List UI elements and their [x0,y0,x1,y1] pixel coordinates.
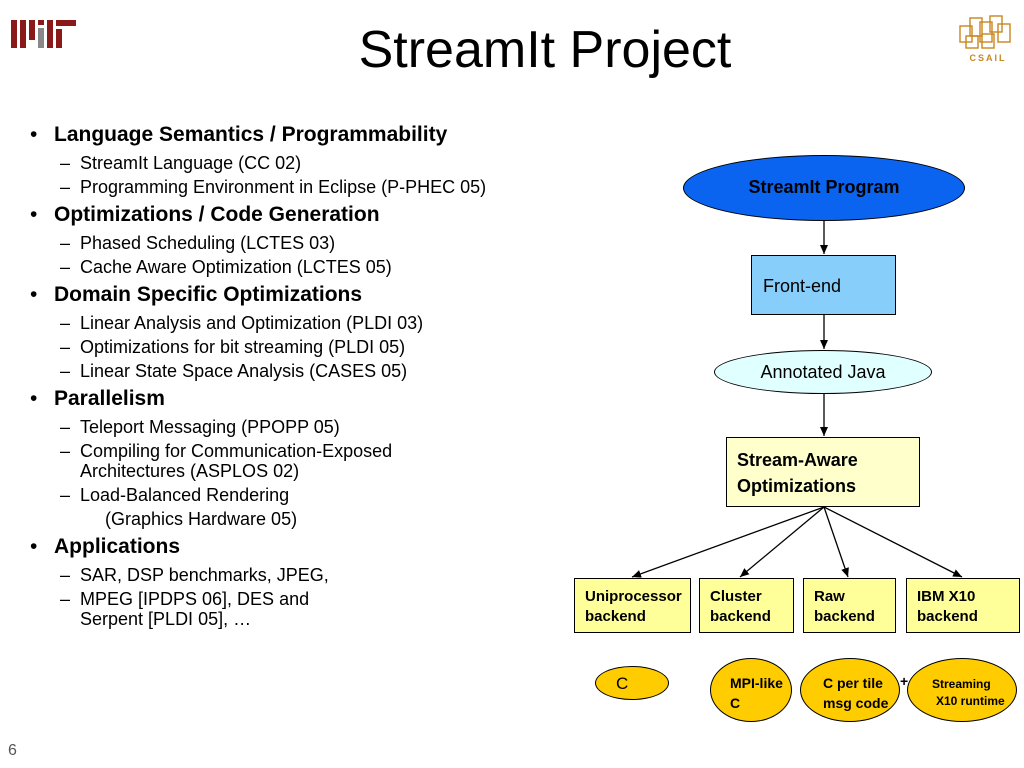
csail-logo: CSAIL [952,12,1024,69]
slide-number: 6 [8,742,17,759]
sub-list: –StreamIt Language (CC 02) –Programming … [30,153,670,197]
sub-item: –SAR, DSP benchmarks, JPEG, [60,565,329,585]
output-streaming-x10-runtime: Streaming X10 runtime [907,658,1017,722]
sub-item-continuation: Serpent [PLDI 05], … [80,609,252,629]
arrow-optim-to-cluster [739,506,825,578]
sub-list: –Linear Analysis and Optimization (PLDI … [30,313,670,381]
sub-item: –StreamIt Language (CC 02) [60,153,302,173]
output-mpi-like-c: MPI-like C [710,658,792,722]
sub-item: –Optimizations for bit streaming (PLDI 0… [60,337,406,357]
sub-list: –SAR, DSP benchmarks, JPEG, –MPEG [IPDPS… [30,565,670,629]
sub-item: –Cache Aware Optimization (LCTES 05) [60,257,392,277]
node-raw-backend: Raw backend [803,578,896,633]
node-streamit-program: StreamIt Program [683,155,965,221]
output-c-per-tile-msg-code: C per tile msg code [800,658,900,722]
node-annotated-java: Annotated Java [714,350,932,394]
bullet-optimizations: Optimizations / Code Generation [30,201,670,229]
sub-item: –Programming Environment in Eclipse (P-P… [60,177,487,197]
sub-item: –Load-Balanced Rendering [60,485,290,505]
plus-sign: + [900,673,909,689]
svg-text:CSAIL: CSAIL [970,53,1007,63]
sub-item: –Teleport Messaging (PPOPP 05) [60,417,340,437]
bullet-list: Language Semantics / Programmability –St… [30,120,670,633]
sub-list: –Teleport Messaging (PPOPP 05) –Compilin… [30,417,670,529]
node-cluster-backend: Cluster backend [699,578,794,633]
sub-item-continuation: Architectures (ASPLOS 02) [80,461,300,481]
sub-list: –Phased Scheduling (LCTES 03) –Cache Awa… [30,233,670,277]
bullet-domain-specific: Domain Specific Optimizations [30,281,670,309]
slide-title: StreamIt Project [358,21,732,79]
csail-logo-icon: CSAIL [959,15,1011,63]
arrow-optim-to-raw [823,506,849,578]
output-c: C [595,666,669,700]
sub-item: –Linear Analysis and Optimization (PLDI … [60,313,424,333]
sub-item: –Linear State Space Analysis (CASES 05) [60,361,408,381]
node-stream-aware-optimizations: Stream-Aware Optimizations [726,437,920,507]
node-front-end: Front-end [751,255,896,315]
arrow-optim-to-x10 [823,506,963,578]
sub-item: –Compiling for Communication-Exposed [60,441,393,461]
sub-item: –Phased Scheduling (LCTES 03) [60,233,336,253]
bullet-parallelism: Parallelism [30,385,670,413]
node-ibm-x10-backend: IBM X10 backend [906,578,1020,633]
mit-logo [11,16,77,55]
node-uniprocessor-backend: Uniprocessor backend [574,578,691,633]
sub-item-continuation: (Graphics Hardware 05) [105,509,298,529]
arrow-optim-to-uniprocessor [631,506,825,578]
sub-item: –MPEG [IPDPS 06], DES and [60,589,310,609]
bullet-applications: Applications [30,533,670,561]
mit-logo-icon [11,20,76,48]
bullet-language-semantics: Language Semantics / Programmability [30,121,670,149]
